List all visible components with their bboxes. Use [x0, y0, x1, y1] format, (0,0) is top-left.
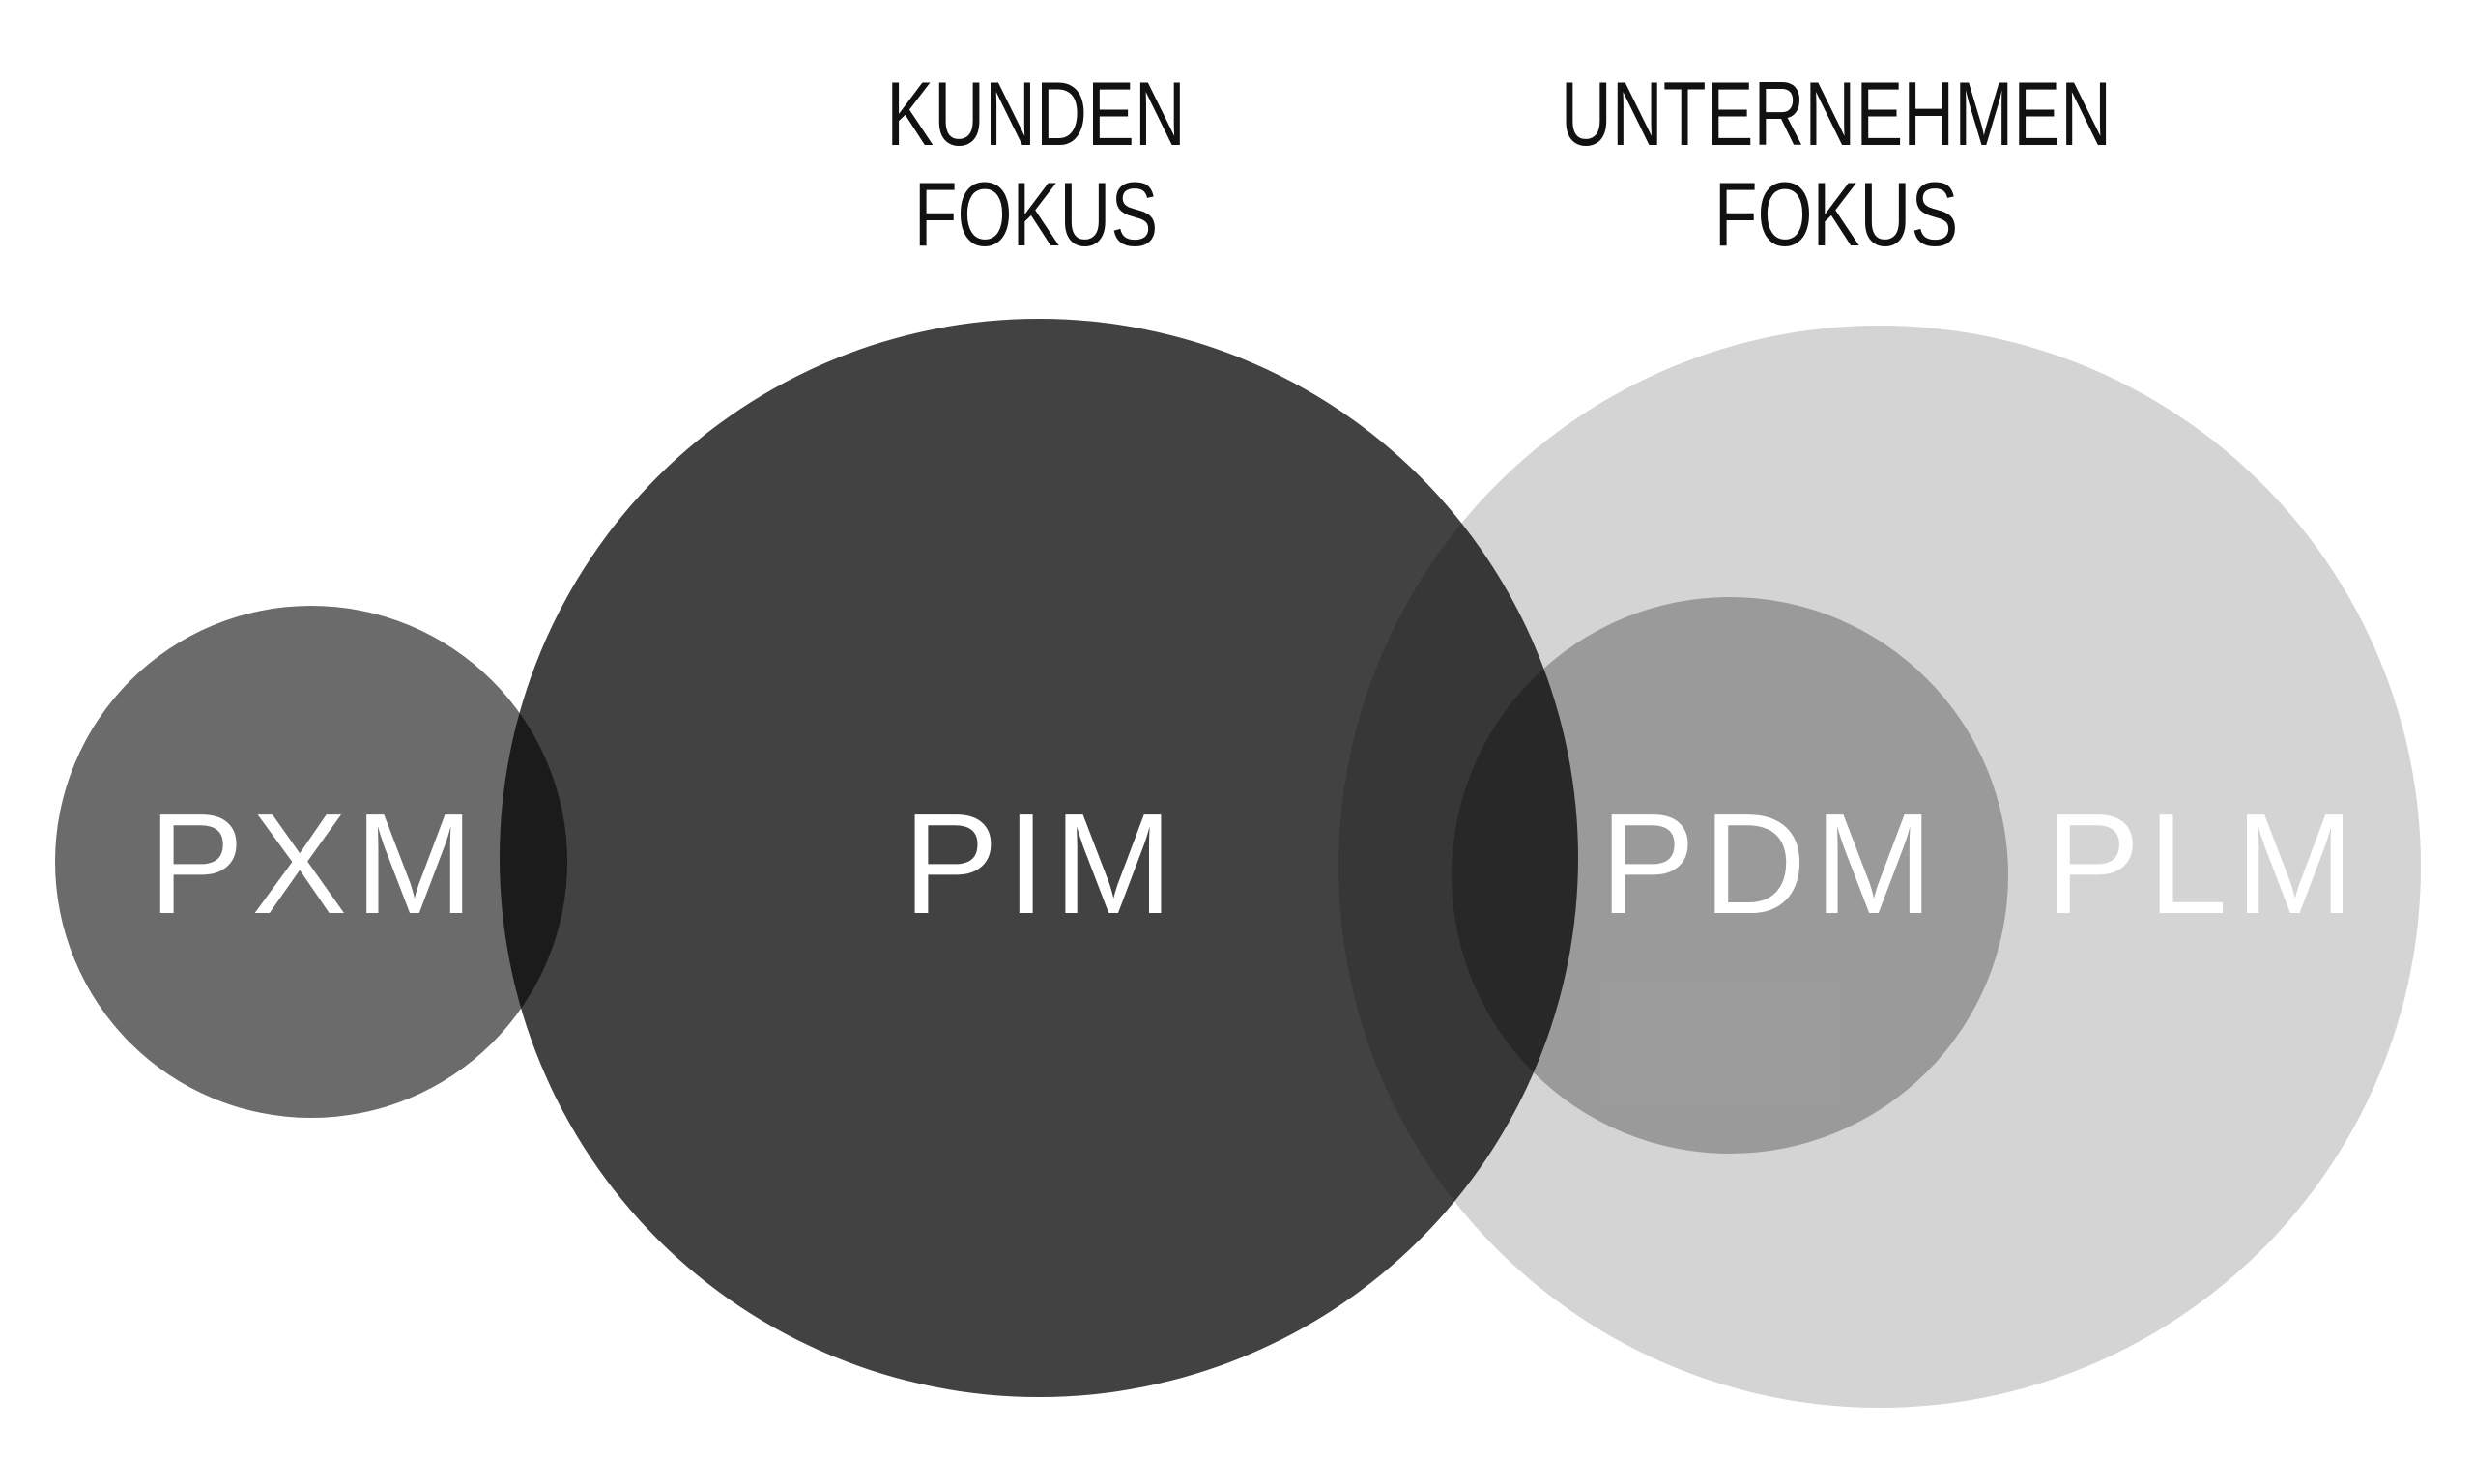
- pxm-label: PXM: [148, 785, 482, 944]
- heading-unternehmen-fokus-line2: FOKUS: [1713, 163, 1959, 265]
- pim-circle: [500, 319, 1578, 1397]
- pdm-label: PDM: [1599, 785, 1942, 944]
- heading-kunden-fokus-line1: KUNDEN: [886, 63, 1186, 164]
- heading-kunden-fokus-line2: FOKUS: [913, 163, 1159, 265]
- heading-unternehmen-fokus: UNTERNEHMEN FOKUS: [1561, 64, 2112, 265]
- pxm-circle: [55, 606, 567, 1118]
- heading-unternehmen-fokus-line1: UNTERNEHMEN: [1560, 63, 2113, 164]
- pim-label: PIM: [903, 785, 1181, 944]
- heading-kunden-fokus: KUNDEN FOKUS: [886, 64, 1186, 265]
- plm-label: PLM: [2044, 785, 2363, 944]
